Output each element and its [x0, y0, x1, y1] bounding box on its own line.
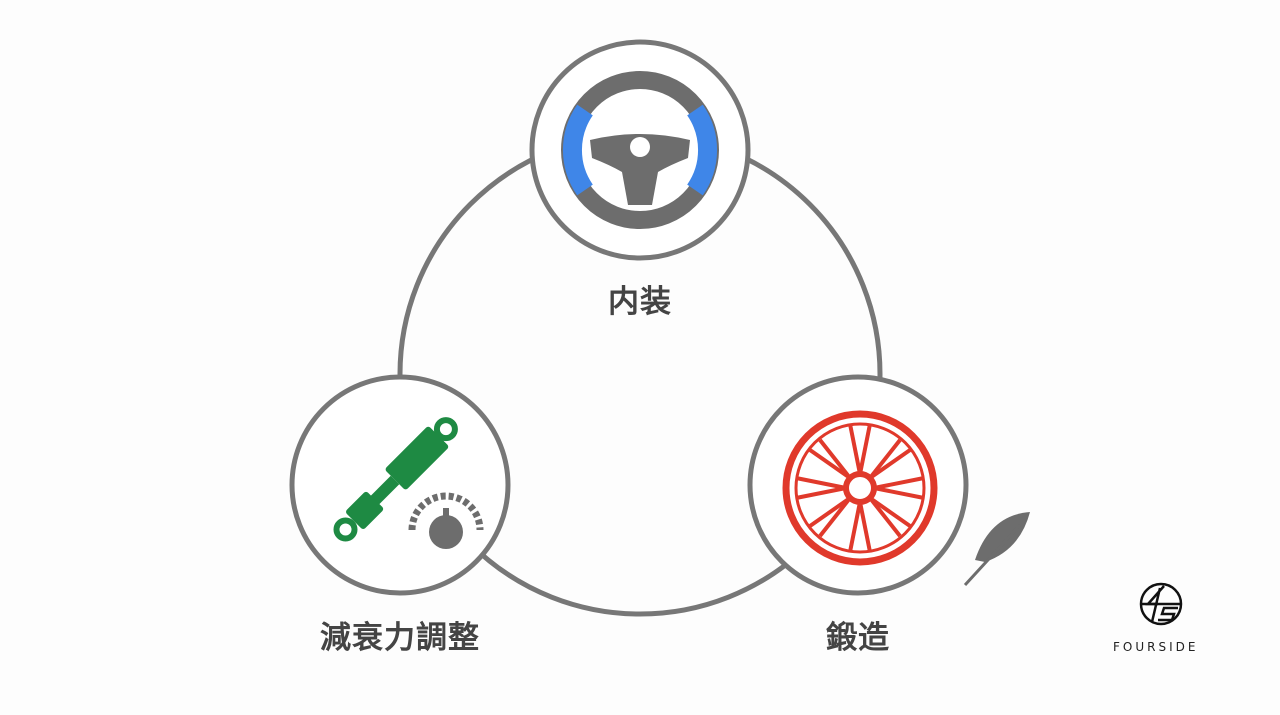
- node-damping: [289, 374, 511, 596]
- fourside-logo-icon: [1139, 582, 1183, 626]
- feather-icon: [963, 512, 1030, 587]
- shock-absorber-icon: [333, 417, 458, 542]
- node-label-interior: 内装: [608, 284, 672, 320]
- dial-gauge-icon: [408, 492, 484, 549]
- node-label-damping: 減衰力調整: [320, 620, 480, 656]
- node-forged: [747, 374, 1030, 596]
- node-label-forged: 鍛造: [826, 620, 890, 656]
- wheel-rim-icon: [782, 410, 938, 566]
- node-interior: [529, 39, 751, 261]
- logo-text: FOURSIDE: [1113, 640, 1199, 654]
- steering-wheel-icon: [561, 71, 719, 229]
